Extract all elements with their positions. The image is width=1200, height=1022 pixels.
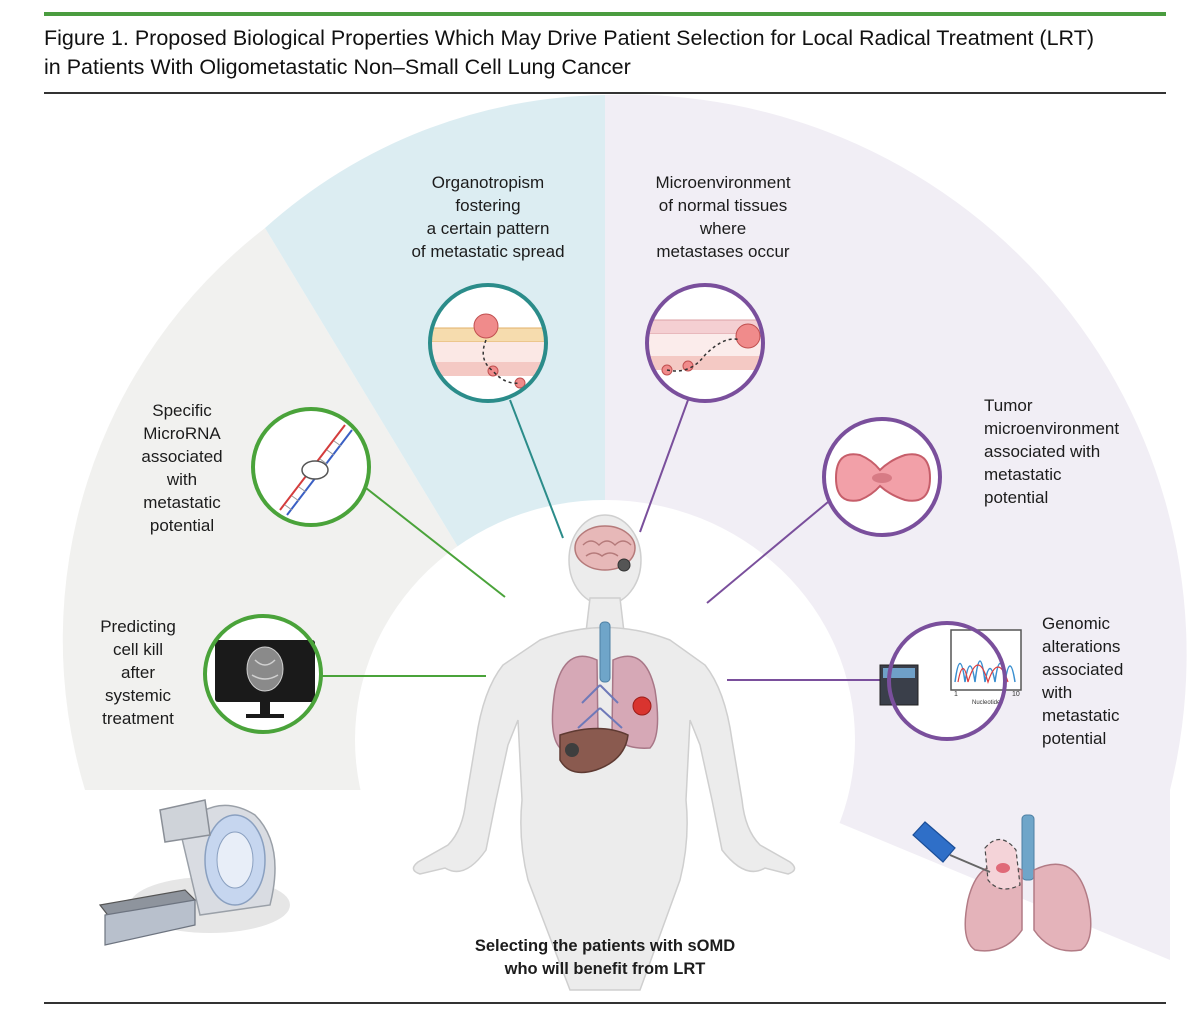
label-organotropism: Organotropism fostering a certain patter… — [411, 173, 565, 261]
microrna-circle — [251, 407, 371, 527]
connector-tumor — [706, 501, 829, 604]
chromatogram-axis-end: 10 — [1012, 691, 1020, 698]
microrna-strand-icon — [279, 424, 353, 516]
chromatogram-axis-start: 1 — [954, 691, 958, 698]
label-microrna: Specific MicroRNA associated with metast… — [141, 401, 223, 535]
bottom-rule — [44, 1002, 1166, 1004]
radiotherapy-machine-icon — [98, 799, 290, 946]
top-accent-rule — [44, 12, 1166, 16]
microenvironment-circle — [645, 283, 765, 403]
chromatogram-axis-label: Nucleotide — [972, 700, 1001, 706]
connector-organotropism — [509, 399, 564, 539]
label-predicting-cell-kill: Predicting cell kill after systemic trea… — [100, 617, 176, 728]
brain-icon — [574, 525, 636, 572]
tumor-microenvironment-circle — [822, 417, 942, 537]
figure-title: Figure 1. Proposed Biological Properties… — [44, 24, 1169, 82]
trachea-icon — [599, 621, 611, 683]
brain-scan-icon — [246, 646, 284, 692]
connector-microrna — [365, 487, 506, 598]
label-microenvironment-normal: Microenvironment of normal tissues where… — [655, 173, 791, 261]
label-genomic-alterations: Genomic alterations associated with meta… — [1042, 614, 1124, 748]
figure-title-line-1: Figure 1. Proposed Biological Properties… — [44, 26, 1094, 50]
center-caption: Selecting the patients with sOMD who wil… — [474, 937, 736, 978]
title-rule — [44, 92, 1166, 94]
genomic-alterations-circle: 1 10 Nucleotide — [879, 621, 1022, 741]
label-tumor-microenvironment: Tumor microenvironment associated with m… — [984, 396, 1120, 507]
predicting-cell-kill-circle — [203, 614, 323, 734]
liver-icon — [559, 727, 629, 774]
organotropism-circle — [428, 283, 548, 403]
lungs-icon — [551, 655, 659, 749]
figure-title-line-2: in Patients With Oligometastatic Non–Sma… — [44, 55, 631, 79]
lung-biopsy-icon — [912, 814, 1092, 952]
connector-microenvironment — [639, 399, 689, 533]
